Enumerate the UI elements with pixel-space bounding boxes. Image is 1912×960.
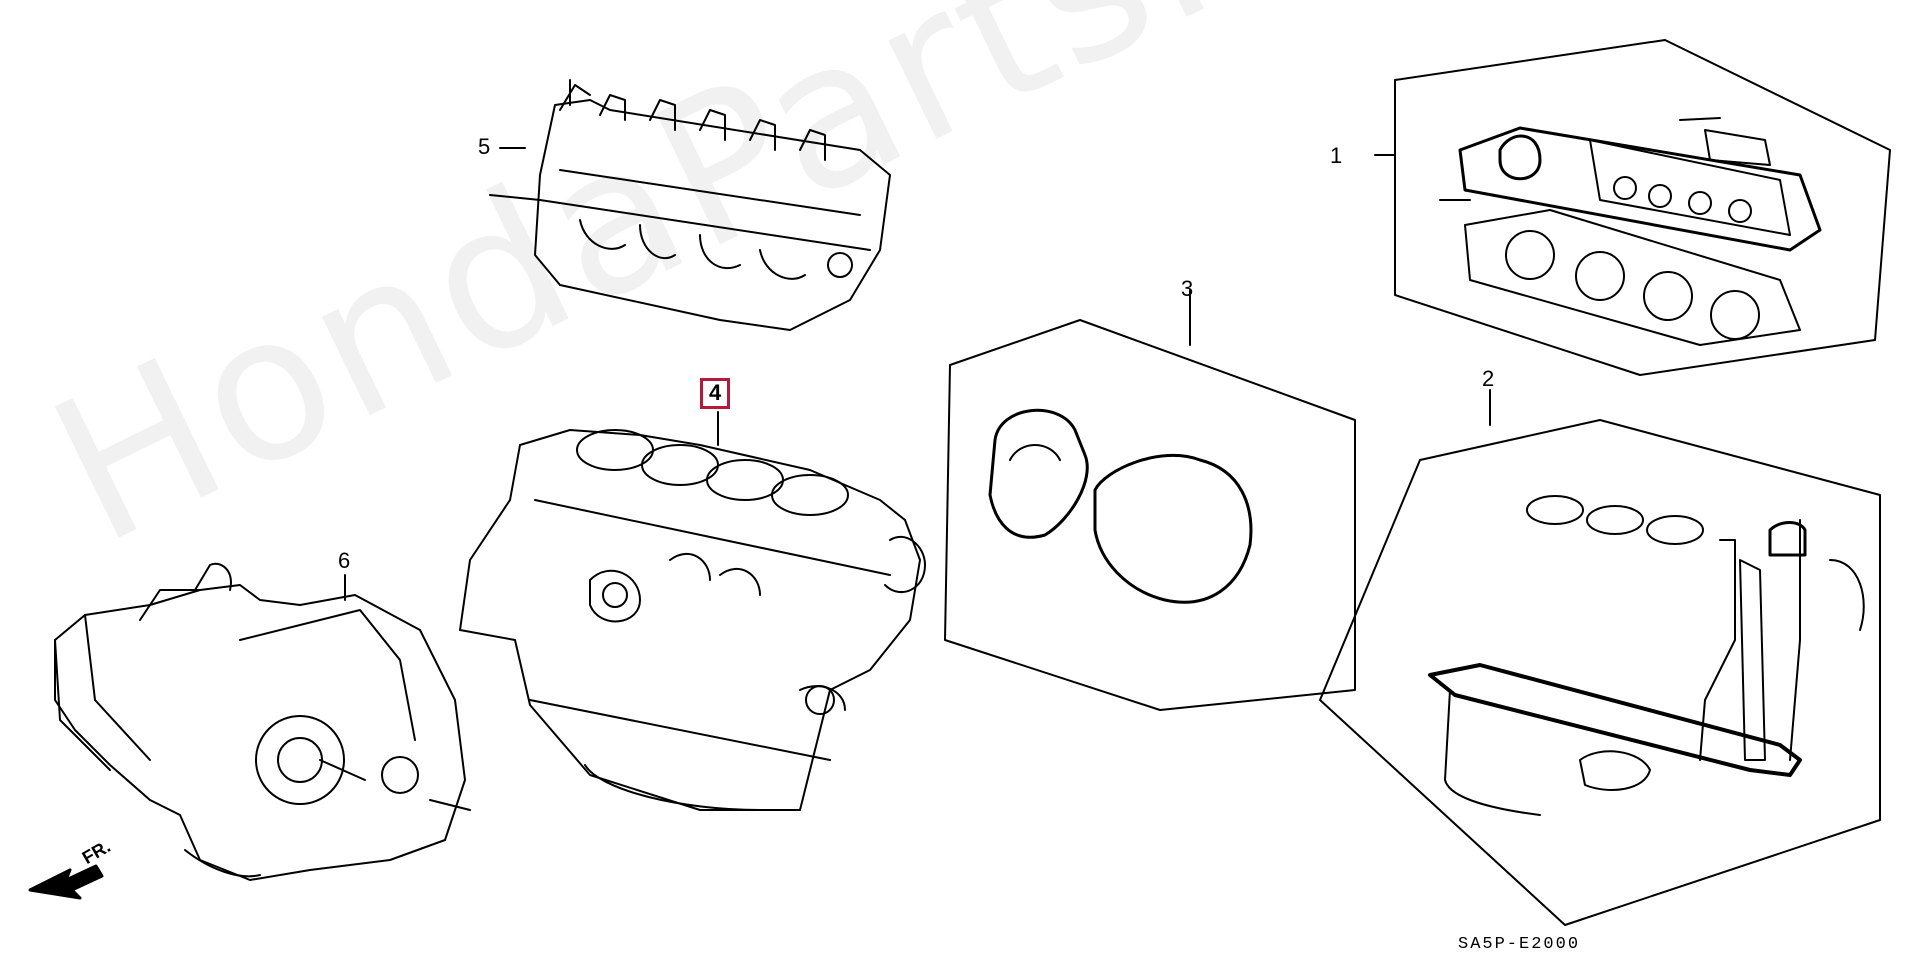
callout-3[interactable]: 3 [1181, 276, 1194, 301]
transmission-drawing [54, 562, 471, 881]
gasket-kit-upper-drawing [1394, 39, 1891, 376]
engine-block-drawing [459, 429, 926, 811]
callout-2[interactable]: 2 [1482, 366, 1495, 391]
front-direction-arrow [28, 864, 104, 900]
callout-5[interactable]: 5 [478, 134, 491, 159]
transmission-gasket-kit-drawing [944, 319, 1356, 711]
gasket-kit-lower-drawing [1319, 419, 1881, 926]
cylinder-head-drawing [489, 79, 891, 331]
diagram-code: SA5P-E2000 [1458, 935, 1581, 954]
callout-4[interactable]: 4 [700, 378, 731, 409]
callout-1[interactable]: 1 [1330, 143, 1343, 168]
callout-6[interactable]: 6 [338, 548, 351, 573]
